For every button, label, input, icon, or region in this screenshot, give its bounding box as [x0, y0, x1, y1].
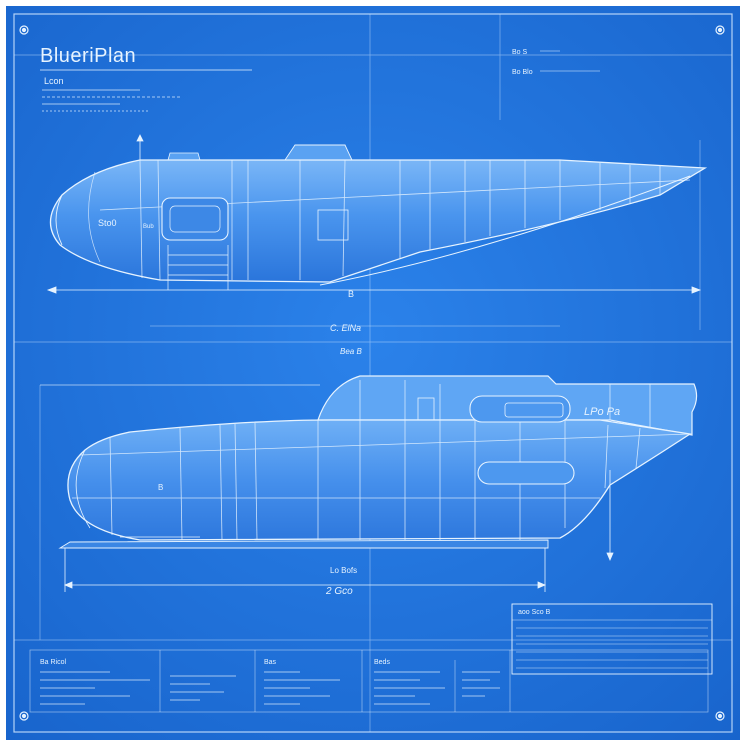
title-block-header: aoo Sco B [518, 609, 551, 616]
footer-notes [40, 671, 500, 705]
bottom-dimension-lines [40, 384, 614, 592]
grid-lines [14, 14, 732, 732]
bottom-window-label: LPo Pa [584, 406, 620, 418]
top-caption-1: C. ElNa [330, 323, 361, 333]
title-block [511, 603, 713, 675]
header-right-label-2: Bo Blo [512, 69, 533, 76]
top-dimension-label: B [348, 289, 354, 299]
sheet-background [6, 6, 740, 740]
bottom-cockpit-label: B [158, 483, 163, 492]
bottom-caption-1: Lo Bofs [330, 566, 357, 575]
footer-col1-header: Ba Ricol [40, 659, 67, 666]
top-hull-label: Sto0 [98, 218, 117, 228]
header-notes [42, 89, 180, 112]
top-side-label: Bub [143, 224, 154, 230]
bottom-caption-2: 2 Gco [325, 586, 353, 597]
footer-grid [29, 649, 709, 713]
header-right-label-1: Bo S [512, 49, 528, 56]
footer-col3-header: Beds [374, 659, 390, 666]
sheet-border [13, 13, 733, 733]
top-view-vessel: Sto0 Bub [49, 144, 708, 290]
top-dimension-line [46, 134, 702, 294]
top-caption-2: Bea B [340, 347, 362, 356]
corner-screw-icon [19, 25, 725, 721]
sheet-title: BlueriPlan [40, 45, 136, 67]
sheet-subtitle: Lcon [44, 76, 64, 86]
footer-col2-header: Bas [264, 659, 277, 666]
bottom-view-vessel: LPo Pa B [58, 375, 698, 549]
